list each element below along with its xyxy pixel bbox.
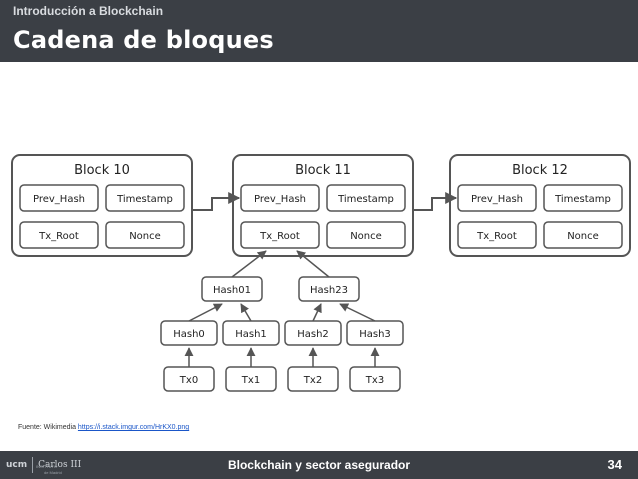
- block-12: Block 12 Prev_Hash Timestamp Tx_Root Non…: [449, 154, 631, 257]
- source-citation: Fuente: Wikimedia https://i.stack.imgur.…: [18, 424, 189, 431]
- university-logos: ucm Carlos III: [6, 455, 81, 475]
- field-prev-hash: Prev_Hash: [33, 194, 85, 205]
- block-title: Block 11: [295, 163, 351, 178]
- chain-arrow: [192, 192, 241, 211]
- block-title: Block 12: [512, 163, 568, 178]
- hash-label: Hash3: [359, 329, 391, 340]
- slide-title: Cadena de bloques: [13, 26, 274, 54]
- field-timestamp: Timestamp: [554, 194, 611, 205]
- field-tx-root: Tx_Root: [476, 231, 517, 242]
- slide-footer: ucm Carlos III INSTITUTO de Madrid Block…: [0, 451, 638, 479]
- field-tx-root: Tx_Root: [38, 231, 79, 242]
- source-label: Fuente: Wikimedia: [18, 424, 76, 431]
- logo-tagline-left: INSTITUTO: [36, 464, 58, 469]
- field-nonce: Nonce: [567, 231, 599, 242]
- field-prev-hash: Prev_Hash: [254, 194, 306, 205]
- field-nonce: Nonce: [129, 231, 161, 242]
- tx-label: Tx2: [303, 375, 322, 386]
- block-11: Block 11 Prev_Hash Timestamp Tx_Root Non…: [232, 154, 414, 257]
- tree-arrows: [184, 250, 380, 367]
- logo-divider: [32, 457, 34, 473]
- hash-label: Hash01: [213, 285, 251, 296]
- field-timestamp: Timestamp: [116, 194, 173, 205]
- blockchain-diagram: Block 10 Prev_Hash Timestamp Tx_Root Non…: [11, 154, 631, 392]
- hash-label: Hash1: [235, 329, 267, 340]
- field-timestamp: Timestamp: [337, 194, 394, 205]
- section-subtitle: Introducción a Blockchain: [13, 4, 164, 18]
- tx-label: Tx1: [241, 375, 260, 386]
- carlos-iii-logo: Carlos III: [38, 460, 82, 470]
- tx-label: Tx3: [365, 375, 384, 386]
- field-tx-root: Tx_Root: [259, 231, 300, 242]
- ucm-logo: ucm: [6, 460, 28, 470]
- logo-tagline-right: de Madrid: [44, 470, 62, 475]
- hash-label: Hash23: [310, 285, 348, 296]
- chain-arrow: [413, 192, 458, 211]
- source-link[interactable]: https://i.stack.imgur.com/HrKX0.png: [77, 424, 190, 431]
- block-10: Block 10 Prev_Hash Timestamp Tx_Root Non…: [11, 154, 193, 257]
- block-title: Block 10: [74, 163, 130, 178]
- hash-label: Hash0: [173, 329, 205, 340]
- tx-label: Tx0: [179, 375, 198, 386]
- slide-header: Introducción a Blockchain Cadena de bloq…: [0, 0, 638, 62]
- page-number: 34: [607, 457, 622, 472]
- footer-title: Blockchain y sector asegurador: [227, 458, 411, 472]
- field-nonce: Nonce: [350, 231, 382, 242]
- hash-label: Hash2: [297, 329, 329, 340]
- field-prev-hash: Prev_Hash: [471, 194, 523, 205]
